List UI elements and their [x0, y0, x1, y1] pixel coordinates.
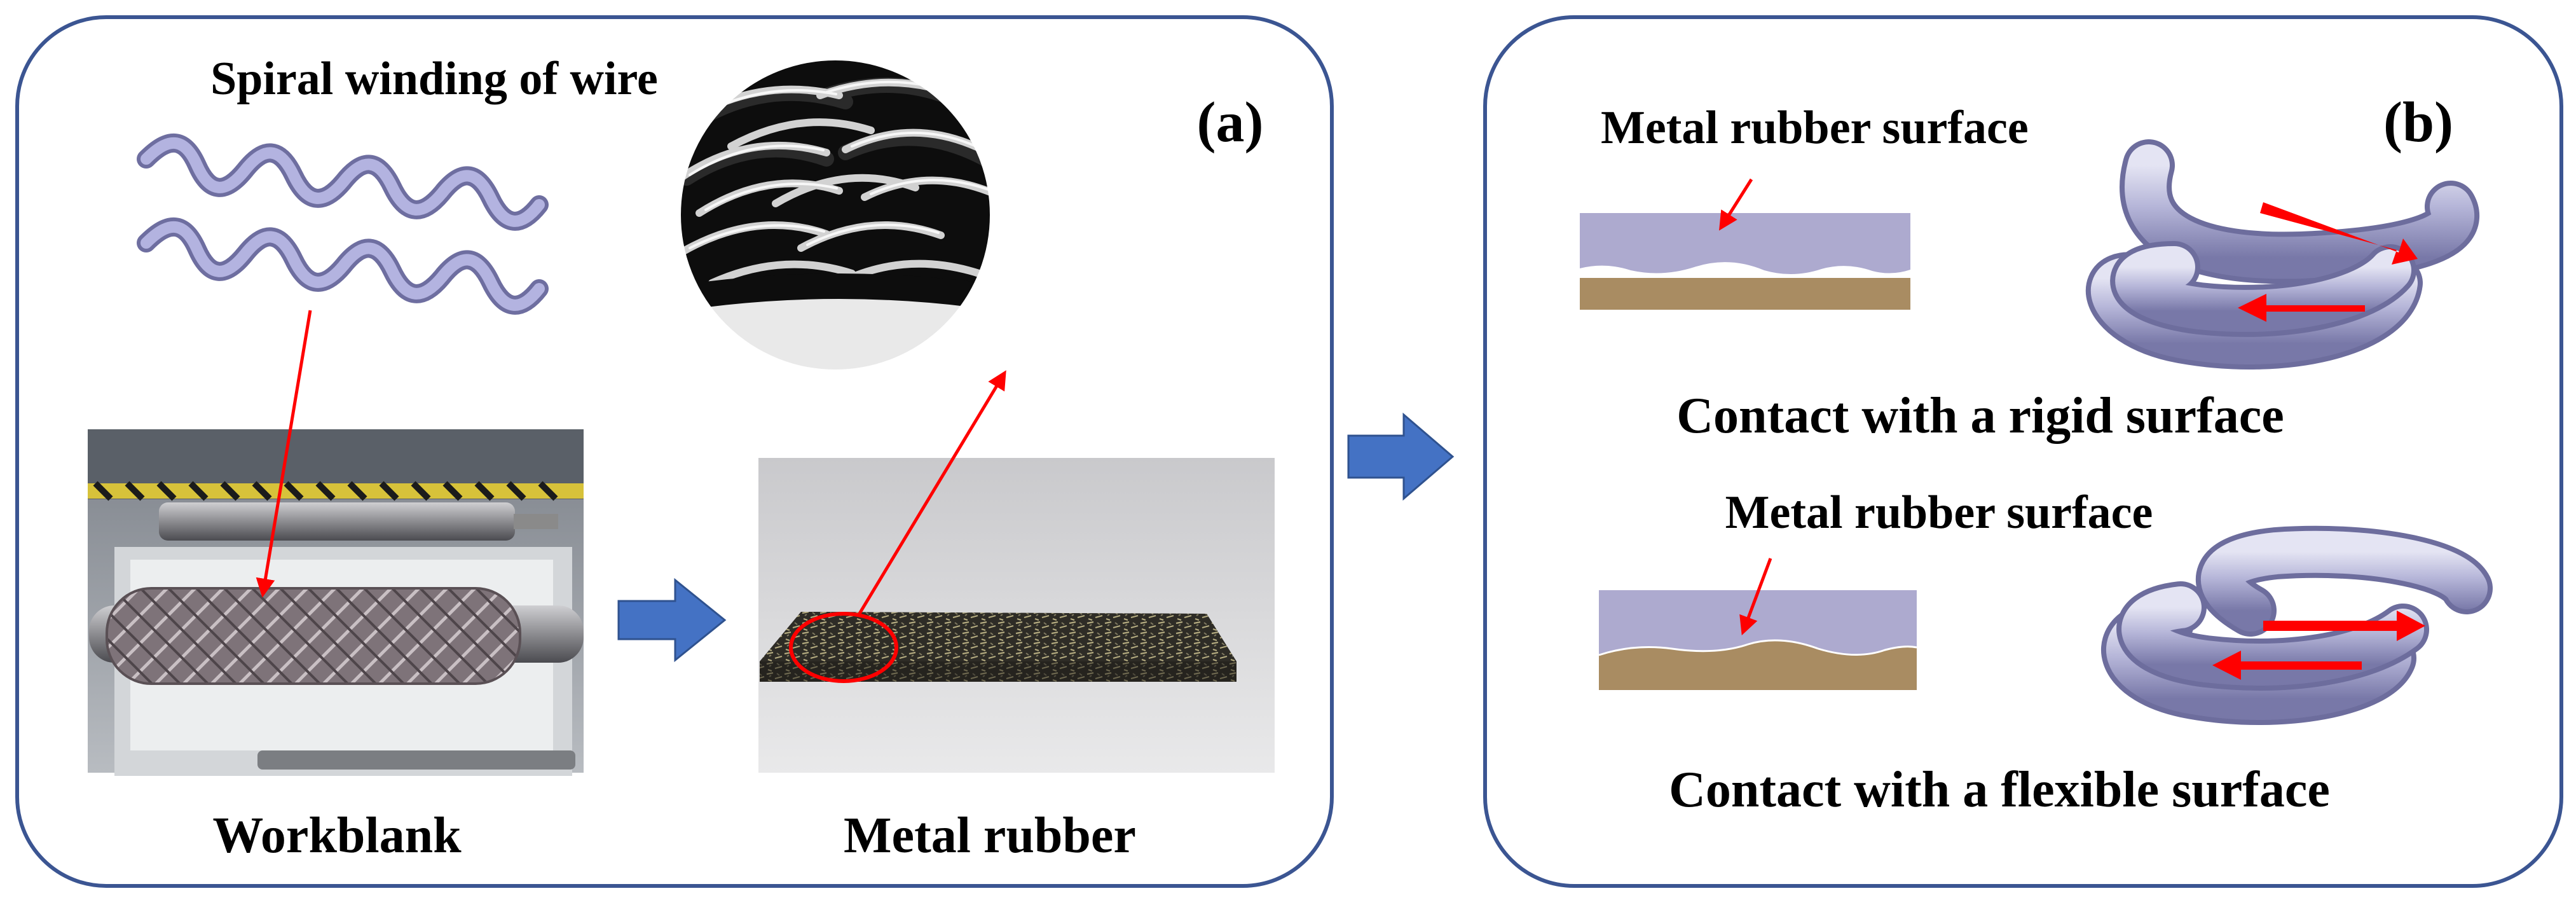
highlight-circle: [789, 612, 898, 683]
flexible-contact-caption: Contact with a flexible surface: [1669, 762, 2330, 818]
workblank-photo: [88, 429, 584, 776]
flexible-coil-illustration: [2101, 525, 2493, 725]
rigid-surface-pointer: [1718, 178, 1753, 231]
flexible-surface-pointer: [1739, 558, 1772, 636]
pointer-wire-to-workblank: [256, 310, 312, 598]
panel-b-tag: (b): [2383, 91, 2453, 154]
spiral-wire-illustration: [137, 134, 549, 315]
rigid-contact-schematic: [1580, 213, 1910, 310]
metal-rubber-caption: Metal rubber: [844, 808, 1136, 864]
flow-arrow-workblank-to-metal-rubber: [617, 577, 727, 663]
workblank-caption: Workblank: [212, 808, 462, 864]
rigid-coil-illustration: [2086, 139, 2479, 370]
zoom-inset-circle: [678, 58, 992, 372]
wire-caption: Spiral winding of wire: [210, 53, 658, 105]
flexible-surface-label: Metal rubber surface: [1725, 487, 2153, 539]
rigid-contact-caption: Contact with a rigid surface: [1676, 388, 2284, 444]
flexible-contact-schematic: [1598, 590, 1917, 690]
flow-arrow-a-to-b: [1347, 412, 1455, 501]
pointer-sample-to-zoom: [856, 370, 1006, 617]
rigid-surface-label: Metal rubber surface: [1601, 102, 2029, 154]
panel-a-tag: (a): [1197, 91, 1264, 154]
